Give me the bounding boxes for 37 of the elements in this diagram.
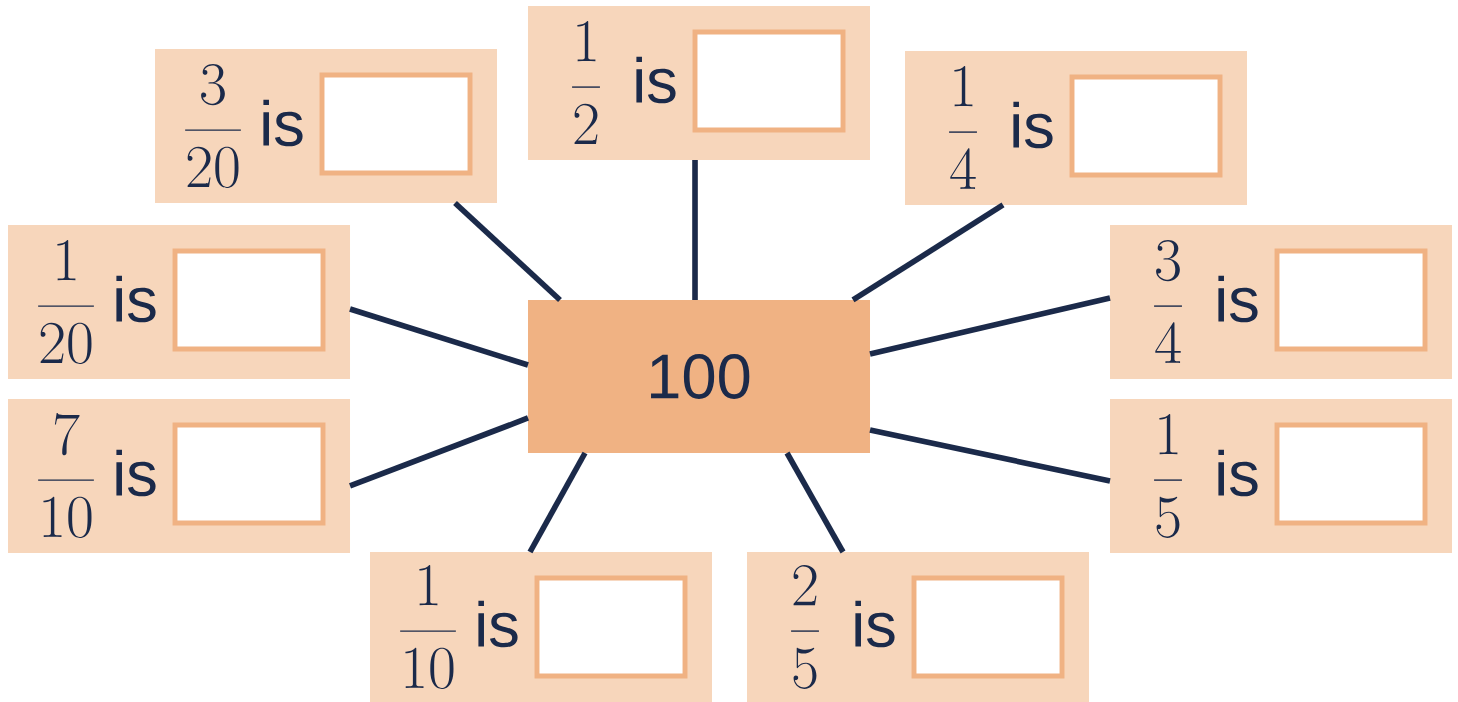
answer-box	[1274, 248, 1428, 352]
word: is	[116, 275, 156, 323]
fraction: $\frac{3}{4}$	[1154, 240, 1182, 363]
fraction: $\frac{1}{2}$	[572, 21, 600, 144]
word: is	[636, 56, 676, 104]
answer-box	[692, 29, 846, 133]
fraction: $\frac{1}{20}$	[38, 240, 94, 364]
word: is	[1218, 275, 1258, 323]
answer-box	[172, 248, 326, 352]
connector-line	[869, 427, 1111, 484]
answer-box	[319, 72, 473, 176]
number-box: 100	[528, 300, 870, 453]
connector-line	[349, 415, 529, 489]
connector-line	[527, 451, 588, 554]
word: is	[116, 449, 156, 497]
word: is	[478, 600, 518, 648]
connector-line	[784, 451, 846, 554]
fraction: $\frac{1}{4}$	[949, 66, 977, 189]
fraction: $\frac{1}{10}$	[400, 565, 456, 689]
connector-line	[692, 160, 698, 300]
answer-box	[911, 575, 1065, 679]
answer-box	[172, 422, 326, 526]
connector-line	[453, 200, 562, 303]
word: is	[855, 600, 895, 648]
fraction: $\frac{3}{20}$	[185, 64, 241, 188]
connector-line	[869, 295, 1111, 357]
answer-box	[1069, 74, 1223, 178]
word: is	[1013, 101, 1053, 149]
connector-line	[851, 202, 1005, 303]
fraction: $\frac{7}{10}$	[38, 413, 94, 538]
answer-box	[534, 575, 688, 679]
word: is	[263, 99, 303, 147]
word: is	[1218, 449, 1258, 497]
connector-line	[349, 306, 529, 368]
answer-box	[1274, 422, 1428, 526]
fraction: $\frac{2}{5}$	[791, 565, 819, 689]
fraction: $\frac{1}{5}$	[1154, 414, 1182, 538]
